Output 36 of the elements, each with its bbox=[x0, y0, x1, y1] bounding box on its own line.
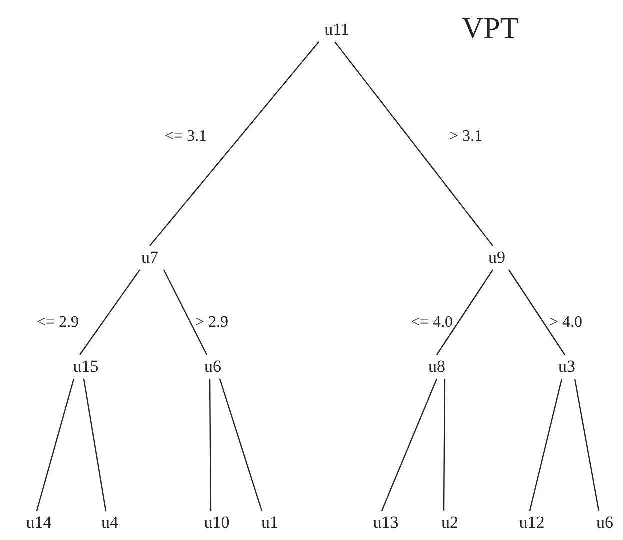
tree-branch-line bbox=[508, 270, 566, 356]
tree-branch-line bbox=[443, 379, 446, 511]
tree-node-label: u4 bbox=[102, 513, 118, 533]
tree-branch-line bbox=[83, 378, 107, 512]
diagram-title: VPT bbox=[462, 12, 519, 46]
tree-node-label: u6 bbox=[596, 513, 614, 533]
tree-branch-line bbox=[436, 270, 494, 356]
tree-node-label: u10 bbox=[204, 513, 230, 533]
edge-label: <= 3.1 bbox=[164, 128, 208, 146]
edge-label: > 3.1 bbox=[449, 128, 483, 146]
tree-branch-line bbox=[529, 378, 563, 512]
tree-branch-line bbox=[334, 42, 494, 246]
tree-node-label: u7 bbox=[142, 248, 158, 268]
tree-branch-line bbox=[80, 270, 140, 356]
tree-node-label: u11 bbox=[324, 20, 350, 40]
tree-node-label: u13 bbox=[373, 513, 399, 533]
tree-branch-line bbox=[36, 378, 75, 512]
edge-label: > 4.0 bbox=[549, 314, 583, 332]
tree-branch-line bbox=[381, 378, 438, 512]
tree-node-label: u3 bbox=[558, 357, 576, 377]
tree-node-label: u12 bbox=[519, 513, 545, 533]
edge-label: > 2.9 bbox=[195, 314, 229, 332]
tree-branch-line bbox=[163, 270, 208, 356]
edge-label: <= 2.9 bbox=[36, 314, 80, 332]
tree-node-label: u15 bbox=[73, 357, 99, 377]
tree-node-label: u8 bbox=[428, 357, 446, 377]
tree-node-label: u1 bbox=[262, 513, 278, 533]
tree-branch-line bbox=[150, 42, 320, 246]
tree-node-label: u6 bbox=[204, 357, 222, 377]
tree-node-label: u2 bbox=[442, 513, 458, 533]
tree-node-label: u14 bbox=[26, 513, 52, 533]
tree-branch-line bbox=[209, 379, 212, 511]
tree-node-label: u9 bbox=[488, 248, 506, 268]
tree-branch-line bbox=[219, 378, 263, 512]
edge-label: <= 4.0 bbox=[410, 314, 454, 332]
tree-branch-line bbox=[574, 378, 600, 512]
